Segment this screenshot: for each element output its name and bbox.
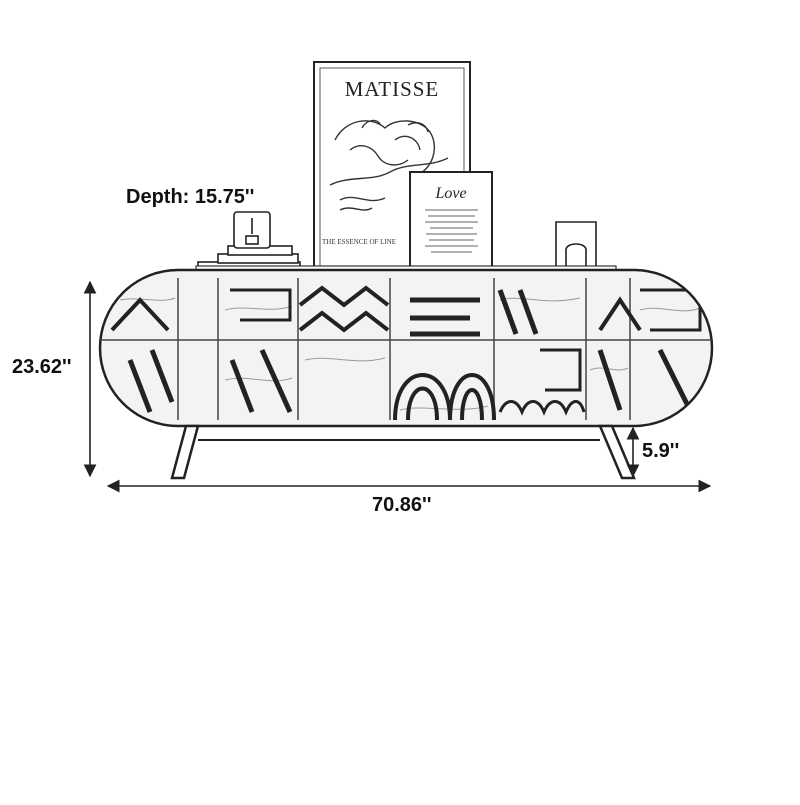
cabinet-body: [98, 268, 714, 428]
card-text-lines: [425, 209, 478, 253]
height-label: 23.62'': [12, 356, 72, 378]
matisse-poster: MATISSE THE ESSENCE OF LINE: [313, 61, 471, 273]
poster-title: MATISSE: [345, 77, 440, 101]
poster-caption: THE ESSENCE OF LINE: [322, 238, 396, 246]
depth-label: Depth: 15.75'': [126, 186, 255, 208]
dimension-lines: [83, 280, 712, 493]
love-card: Love: [409, 171, 493, 273]
carved-pattern: [100, 278, 712, 421]
books-with-candle: [197, 211, 301, 271]
card-title: Love: [434, 185, 466, 202]
width-label: 70.86'': [372, 494, 432, 516]
poster-line-art: [329, 119, 449, 211]
arch-vase: [555, 221, 597, 273]
cabinet-legs: [170, 424, 636, 480]
leg-height-label: 5.9'': [642, 440, 680, 462]
